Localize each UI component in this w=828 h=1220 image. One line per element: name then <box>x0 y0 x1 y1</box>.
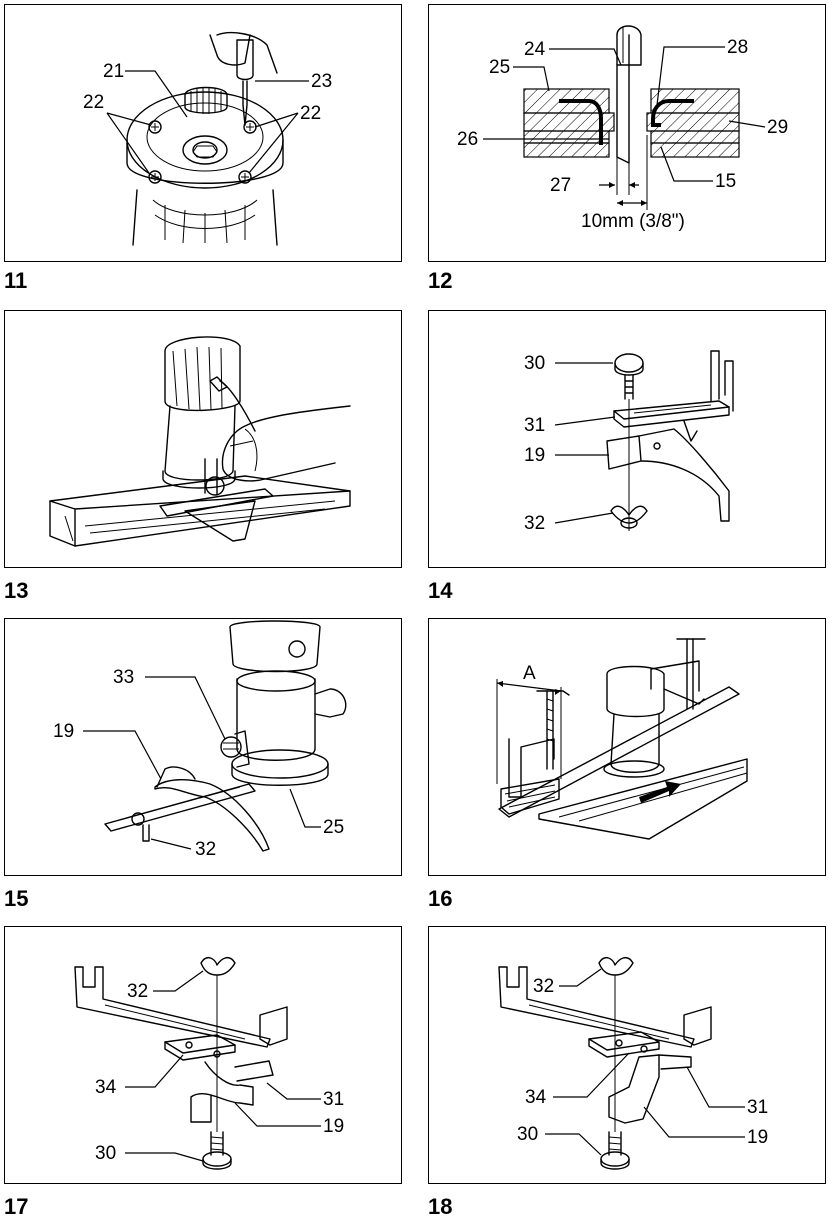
figure-15-panel: 33 19 32 25 <box>4 618 402 876</box>
figure-18-illustration: 32 34 31 19 30 <box>498 956 768 1170</box>
figure-14-number: 14 <box>428 578 453 603</box>
figure-15-callout-25: 25 <box>323 817 344 838</box>
figure-14-callout-30: 30 <box>524 353 545 374</box>
figure-18-callout-34: 34 <box>525 1087 547 1108</box>
figure-16-illustration: A <box>496 638 748 840</box>
figure-13-illustration <box>49 336 351 547</box>
figure-12-callout-24: 24 <box>524 39 546 60</box>
figure-18-callout-31: 31 <box>747 1097 768 1118</box>
figure-13-number: 13 <box>4 578 29 603</box>
figure-17-panel: 32 34 31 19 30 <box>4 926 402 1184</box>
figure-16-dimension-a: A <box>523 663 536 684</box>
figure-11-callout-22-left: 22 <box>83 92 104 113</box>
figure-17-illustration: 32 34 31 19 30 <box>74 956 344 1170</box>
figure-14-panel: 30 31 19 32 <box>428 310 826 568</box>
figure-18-callout-19: 19 <box>747 1127 768 1148</box>
figure-17-callout-19: 19 <box>323 1116 344 1137</box>
figure-12-number: 12 <box>428 268 453 293</box>
figure-18-panel: 32 34 31 19 30 <box>428 926 826 1184</box>
figure-12-dimension-label: 10mm (3/8") <box>581 211 685 232</box>
figure-12-callout-26: 26 <box>457 129 478 150</box>
figure-11-callout-21: 21 <box>103 61 124 82</box>
figure-11-callout-23: 23 <box>311 71 332 92</box>
figure-18-callout-32: 32 <box>533 976 554 997</box>
figure-18-callout-30: 30 <box>517 1124 538 1145</box>
figure-15-callout-33: 33 <box>113 667 134 688</box>
figure-15-callout-19: 19 <box>53 721 74 742</box>
figure-15-illustration: 33 19 32 25 <box>53 620 347 860</box>
figure-12-callout-25: 25 <box>489 57 510 78</box>
figure-17-callout-31: 31 <box>323 1089 344 1110</box>
figure-12-panel: 24 25 26 27 28 29 15 10mm (3/8") <box>428 4 826 262</box>
figure-15-callout-32: 32 <box>195 839 216 860</box>
figure-11-illustration: 21 22 22 23 <box>83 32 332 246</box>
figure-16-number: 16 <box>428 886 453 911</box>
figure-13-panel <box>4 310 402 568</box>
figure-14-callout-31: 31 <box>524 415 545 436</box>
figure-12-illustration: 24 25 26 27 28 29 15 10mm (3/8") <box>457 25 788 232</box>
figure-17-number: 17 <box>4 1194 29 1219</box>
figure-15-number: 15 <box>4 886 29 911</box>
figure-17-callout-30: 30 <box>95 1143 116 1164</box>
figure-11-number: 11 <box>4 268 28 293</box>
figure-14-callout-32: 32 <box>524 513 545 534</box>
figure-17-callout-34: 34 <box>95 1077 117 1098</box>
figure-12-callout-29: 29 <box>767 117 788 138</box>
figure-14-illustration: 30 31 19 32 <box>524 350 734 534</box>
figure-11-callout-22-right: 22 <box>300 103 321 124</box>
figure-12-callout-27: 27 <box>550 175 571 196</box>
figure-14-callout-19: 19 <box>524 445 545 466</box>
figure-16-panel: A <box>428 618 826 876</box>
figure-11-panel: 21 22 22 23 <box>4 4 402 262</box>
figure-17-callout-32: 32 <box>127 981 148 1002</box>
figure-18-number: 18 <box>428 1194 453 1219</box>
figure-12-callout-28: 28 <box>727 37 748 58</box>
figure-12-callout-15: 15 <box>715 171 736 192</box>
